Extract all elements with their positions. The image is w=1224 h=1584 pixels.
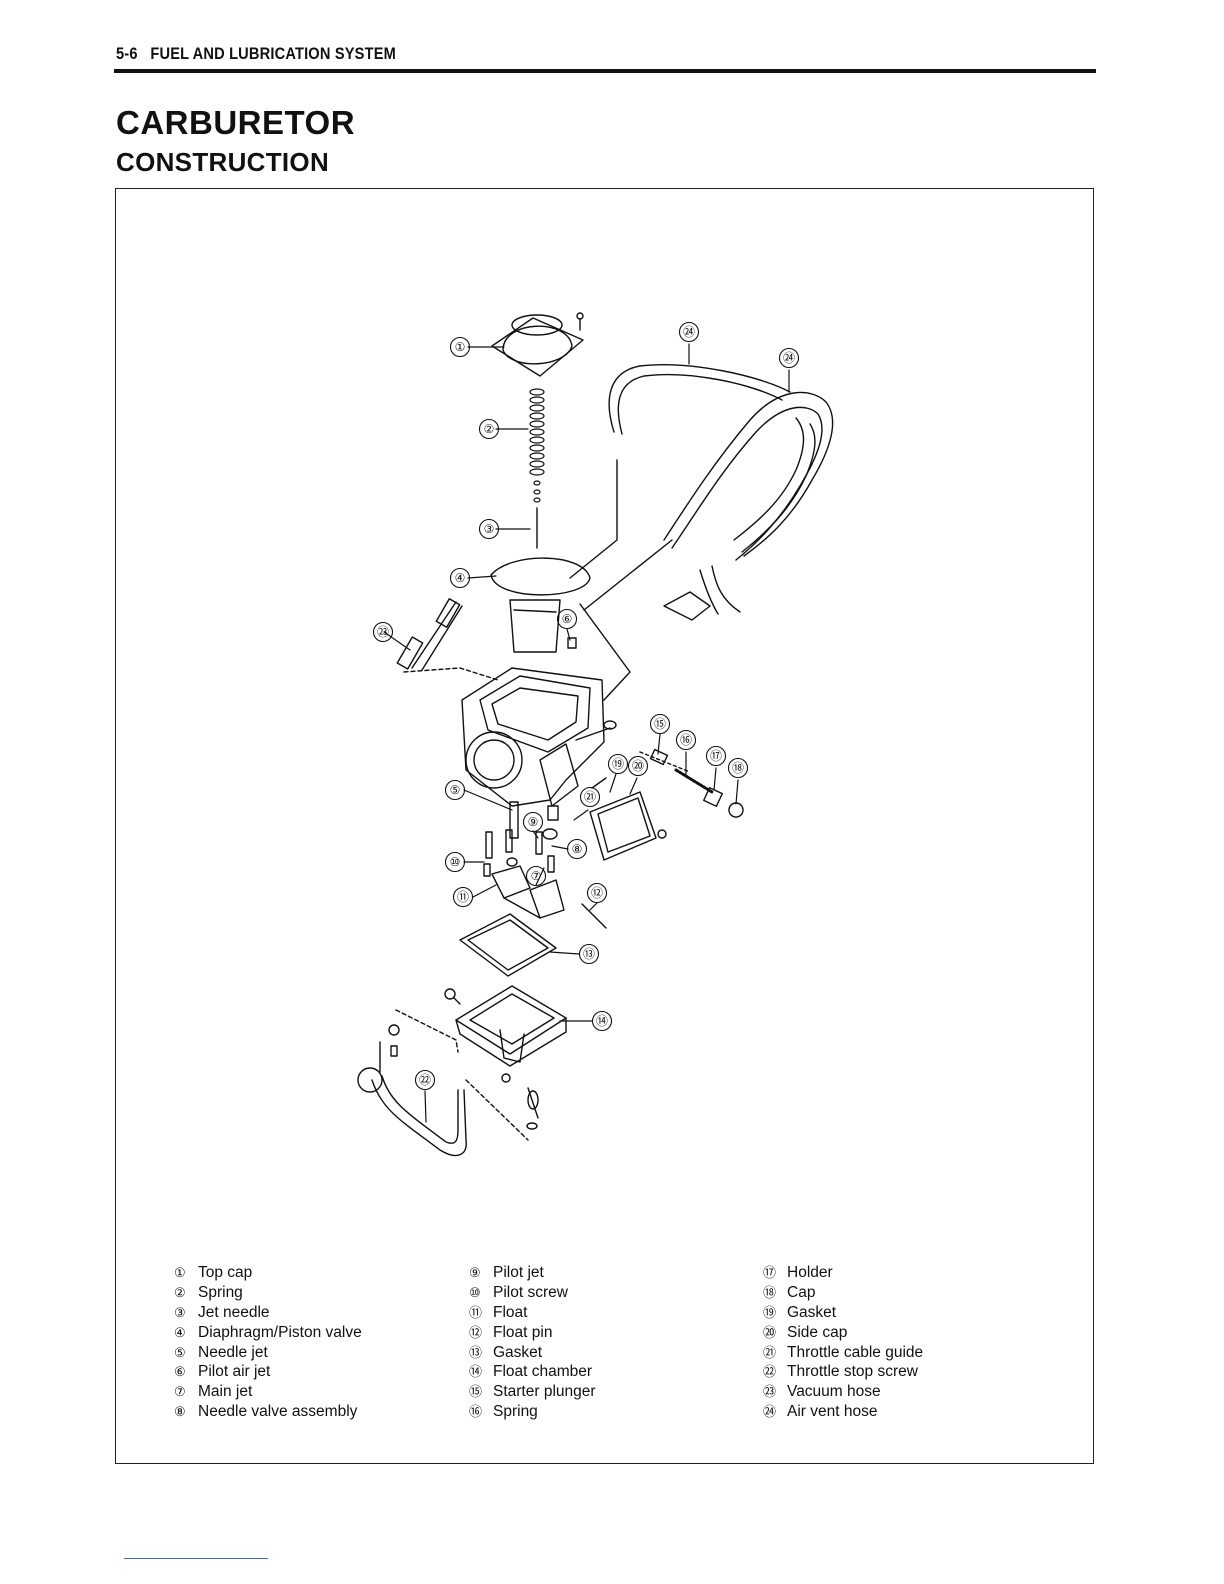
- callout-9: ⑨: [528, 815, 539, 829]
- callout-3: ③: [484, 522, 495, 536]
- callout-1: ①: [455, 340, 466, 354]
- callout-6: ⑥: [562, 612, 573, 626]
- footer-link-underline: [124, 1558, 268, 1559]
- callout-22: ㉒: [419, 1073, 431, 1087]
- parts-artwork: [357, 312, 834, 1157]
- callout-18: ⑱: [732, 761, 744, 775]
- callout-2: ②: [484, 422, 495, 436]
- callout-24-b: ㉔: [783, 351, 795, 365]
- page-title: CARBURETOR: [116, 104, 356, 141]
- callout-5: ⑤: [450, 783, 461, 797]
- callout-16: ⑯: [680, 733, 692, 747]
- page-number: 5-6: [116, 44, 138, 63]
- page-subtitle: CONSTRUCTION: [116, 147, 330, 177]
- page-header: 5-6 FUEL AND LUBRICATION SYSTEM: [116, 44, 396, 64]
- callout-14: ⑭: [596, 1014, 608, 1028]
- callout-circles: [372, 321, 800, 1091]
- callout-7: ⑦: [531, 869, 542, 883]
- callout-23: ㉓: [377, 625, 389, 639]
- callout-8: ⑧: [572, 842, 583, 856]
- figure-frame: [115, 188, 1094, 1464]
- callout-15: ⑮: [654, 717, 666, 731]
- callout-13: ⑬: [583, 947, 595, 961]
- callout-24-a: ㉔: [683, 325, 695, 339]
- callout-19: ⑲: [612, 757, 624, 771]
- section-title: FUEL AND LUBRICATION SYSTEM: [150, 44, 396, 63]
- callout-numbers: ① ② ③ ④ ⑤ ⑥ ⑦ ⑧ ⑨ ⑩ ⑪ ⑫ ⑬ ⑭ ⑮ ⑯ ⑰ ⑱ ⑲ ⑳ …: [377, 325, 795, 1087]
- callout-21: ㉑: [584, 790, 596, 804]
- callout-20: ⑳: [632, 759, 644, 773]
- callout-leaders: [383, 343, 790, 1123]
- callout-4: ④: [455, 571, 466, 585]
- callout-12: ⑫: [591, 886, 603, 900]
- callout-11: ⑪: [457, 890, 469, 904]
- callout-10: ⑩: [450, 855, 461, 869]
- callout-17: ⑰: [710, 749, 722, 763]
- header-rule: [114, 69, 1096, 73]
